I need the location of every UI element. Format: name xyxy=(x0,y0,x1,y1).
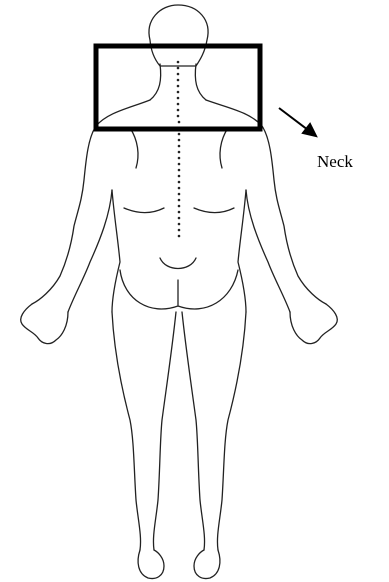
scapula-left xyxy=(130,128,138,168)
head-outline xyxy=(149,5,208,66)
spine-dots xyxy=(177,61,181,238)
leg-right xyxy=(217,312,246,550)
sacrum xyxy=(160,258,196,269)
spine-dot xyxy=(177,73,180,76)
spine-dot xyxy=(177,97,180,100)
foot-left xyxy=(138,550,164,579)
waist-right xyxy=(238,190,246,312)
leg-left-inner xyxy=(153,312,176,550)
spine-dot xyxy=(177,67,180,70)
spine-dot xyxy=(178,163,181,166)
foot-right xyxy=(194,550,220,579)
waist-left xyxy=(112,190,120,312)
spine-dot xyxy=(178,187,181,190)
scapula-right xyxy=(220,128,228,168)
spine-dot xyxy=(178,223,181,226)
buttocks xyxy=(120,270,238,309)
spine-dot xyxy=(178,235,181,238)
spine-dot xyxy=(178,175,181,178)
spine-dot xyxy=(177,61,180,64)
spine-dot xyxy=(177,115,180,118)
spine-dot xyxy=(178,193,181,196)
leg-left xyxy=(112,312,141,550)
spine-dot xyxy=(178,157,181,160)
neck-outline xyxy=(150,64,206,100)
spine-dot xyxy=(178,217,181,220)
hand-left xyxy=(21,304,68,344)
leg-right-inner xyxy=(182,312,205,550)
spine-dot xyxy=(178,229,181,232)
spine-dot xyxy=(177,109,180,112)
spine-dot xyxy=(178,139,181,142)
spine-dot xyxy=(178,205,181,208)
arm-right-inner xyxy=(246,190,290,312)
spine-dot xyxy=(177,79,180,82)
hand-right xyxy=(290,304,337,344)
spine-dot xyxy=(178,211,181,214)
neck-label: Neck xyxy=(317,152,353,172)
spine-dot xyxy=(177,91,180,94)
spine-dot xyxy=(178,151,181,154)
spine-dot xyxy=(178,199,181,202)
arm-left-inner xyxy=(68,190,112,312)
spine-dot xyxy=(178,145,181,148)
spine-dot xyxy=(178,181,181,184)
spine-dot xyxy=(178,133,181,136)
spine-dot xyxy=(177,103,180,106)
spine-dot xyxy=(178,169,181,172)
spine-dot xyxy=(178,121,181,124)
lower-back-left xyxy=(124,208,164,213)
spine-dot xyxy=(177,85,180,88)
arrow-icon xyxy=(279,108,316,136)
lower-back-right xyxy=(194,208,234,213)
